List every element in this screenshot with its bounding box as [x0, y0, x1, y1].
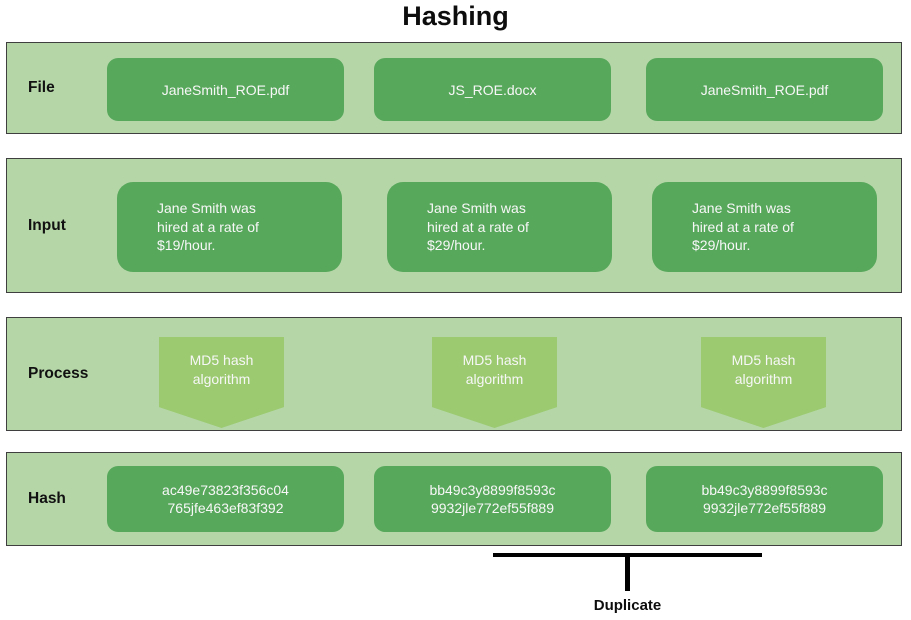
input-node-3: Jane Smith was hired at a rate of $29/ho… [652, 182, 877, 272]
row-input: Input Jane Smith was hired at a rate of … [6, 158, 902, 293]
hash-node-2: bb49c3y8899f8593c 9932jle772ef55f889 [374, 466, 611, 532]
file-node-1: JaneSmith_ROE.pdf [107, 58, 344, 121]
process-pennant-1: MD5 hash algorithm [159, 337, 284, 428]
page-title: Hashing [402, 1, 509, 31]
row-hash-label: Hash [28, 490, 66, 507]
hash-node-3: bb49c3y8899f8593c 9932jle772ef55f889 [646, 466, 883, 532]
input-node-2: Jane Smith was hired at a rate of $29/ho… [387, 182, 612, 272]
row-file-label: File [28, 79, 55, 96]
row-process-label: Process [28, 365, 89, 382]
duplicate-bracket-vertical-line [625, 553, 630, 591]
process-pennant-2: MD5 hash algorithm [432, 337, 557, 428]
row-file: File JaneSmith_ROE.pdf JS_ROE.docx JaneS… [6, 42, 902, 134]
duplicate-label: Duplicate [593, 597, 662, 614]
input-node-1: Jane Smith was hired at a rate of $19/ho… [117, 182, 342, 272]
process-pennant-3: MD5 hash algorithm [701, 337, 826, 428]
hash-node-1: ac49e73823f356c04 765jfe463ef83f392 [107, 466, 344, 532]
row-input-label: Input [28, 216, 66, 234]
row-hash: Hash ac49e73823f356c04 765jfe463ef83f392… [6, 452, 902, 546]
file-node-2: JS_ROE.docx [374, 58, 611, 121]
row-process: Process MD5 hash algorithm MD5 hash algo… [6, 317, 902, 431]
file-node-3: JaneSmith_ROE.pdf [646, 58, 883, 121]
